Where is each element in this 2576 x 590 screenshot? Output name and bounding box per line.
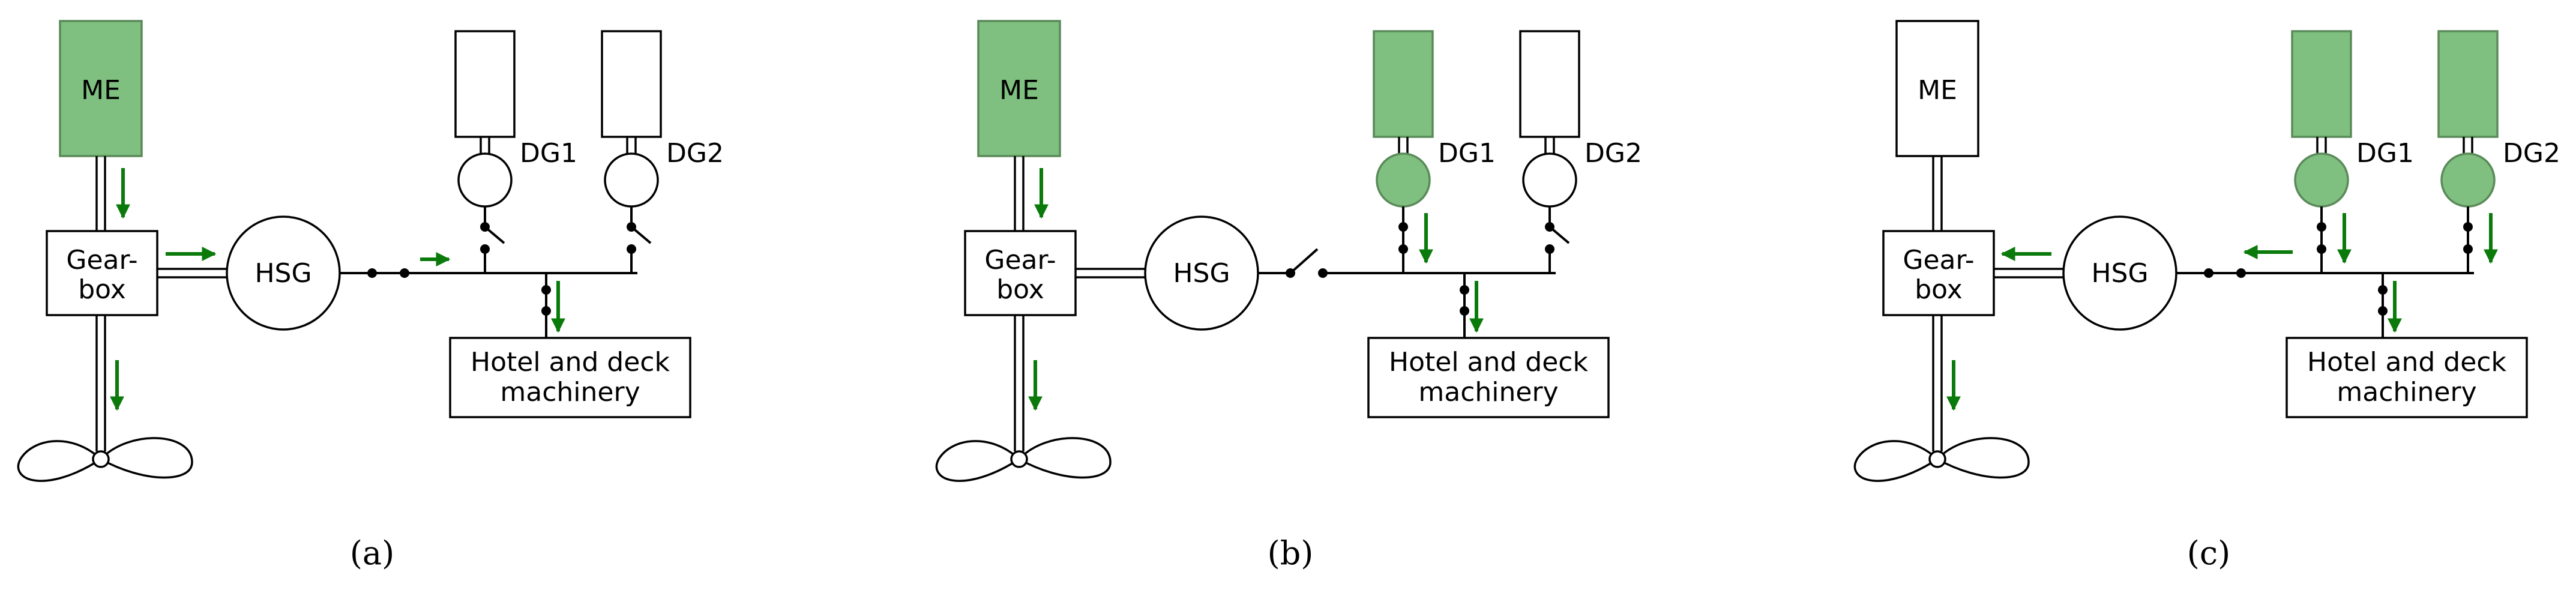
panel-caption-a: (a) — [350, 534, 394, 572]
dg1-label: DG1 — [2356, 138, 2414, 169]
propeller-shaft — [1932, 315, 1943, 451]
dg2-generator-circle — [1522, 152, 1577, 208]
dg2-shaft — [1544, 137, 1555, 154]
dg1-generator-circle — [2294, 152, 2349, 208]
dg1-label: DG1 — [520, 138, 577, 169]
hsg-shaft — [157, 268, 227, 278]
hotel-breaker-dot-b — [1460, 306, 1469, 316]
main-engine-box — [977, 20, 1061, 157]
dg1-shaft — [2316, 137, 2327, 154]
dg1-breaker-open — [484, 226, 505, 244]
propeller-blade-left — [17, 440, 103, 482]
propeller-blade-left — [1853, 440, 1939, 482]
dg2-engine-box — [1519, 30, 1580, 138]
hsg-label: HSG — [254, 258, 311, 289]
dg2-breaker-open — [630, 226, 652, 244]
propeller-hub — [92, 450, 110, 468]
dg1-engine-box — [2291, 30, 2352, 138]
hotel-deck-label-1: Hotel and deck — [471, 347, 670, 378]
gearbox-label-2: box — [78, 274, 126, 305]
panel-caption-c: (c) — [2187, 534, 2230, 572]
hotel-breaker-dot-a — [1460, 285, 1469, 295]
hsg-label: HSG — [1173, 258, 1230, 289]
main-engine-label: ME — [999, 75, 1039, 106]
gearbox-box — [964, 230, 1077, 316]
gearbox-box — [1882, 230, 1995, 316]
dg1-label: DG1 — [1438, 138, 1496, 169]
gearbox-label-1: Gear- — [1903, 245, 1974, 275]
panel-caption-b: (b) — [1268, 534, 1314, 572]
hotel-deck-box — [1367, 337, 1610, 418]
hotel-breaker-dot-a — [541, 285, 551, 295]
hotel-deck-label-2: machinery — [500, 377, 640, 408]
hotel-breaker-dot-b — [2378, 306, 2388, 316]
hotel-deck-box — [449, 337, 691, 418]
dg1-shaft — [480, 137, 490, 154]
hsg-breaker-open — [1289, 248, 1319, 274]
hsg-label: HSG — [2091, 258, 2148, 289]
dg2-generator-circle — [604, 152, 659, 208]
dg2-shaft — [626, 137, 637, 154]
gearbox-box — [46, 230, 158, 316]
dg1-engine-box — [454, 30, 516, 138]
dg2-label: DG2 — [2503, 138, 2560, 169]
gearbox-label-2: box — [1915, 274, 1963, 305]
hotel-deck-label-1: Hotel and deck — [2307, 347, 2506, 378]
hsg-shaft — [1076, 268, 1145, 278]
hotel-deck-box — [2286, 337, 2528, 418]
dg1-generator-circle — [457, 152, 513, 208]
dg2-label: DG2 — [1584, 138, 1642, 169]
dg2-shaft — [2463, 137, 2473, 154]
me-shaft — [1014, 156, 1025, 231]
propeller-hub — [1010, 450, 1028, 468]
main-engine-label: ME — [1918, 75, 1957, 106]
main-engine-box — [1895, 20, 1979, 157]
hsg-shaft — [1994, 268, 2063, 278]
dg1-engine-box — [1373, 30, 1434, 138]
dg2-label: DG2 — [666, 138, 724, 169]
propeller-blade-left — [935, 440, 1021, 482]
propeller-blade-right — [99, 437, 193, 479]
gearbox-label-2: box — [996, 274, 1044, 305]
dg2-engine-box — [601, 30, 662, 138]
propeller-shaft — [95, 315, 106, 451]
me-shaft — [1932, 156, 1943, 231]
hotel-deck-label-2: machinery — [2337, 377, 2476, 408]
dg2-breaker-open — [1548, 226, 1570, 244]
propeller-blade-right — [1936, 437, 2030, 479]
propeller-hub — [1928, 450, 1946, 468]
main-engine-box — [59, 20, 143, 157]
dg2-engine-box — [2437, 30, 2499, 138]
hotel-deck-label-1: Hotel and deck — [1389, 347, 1588, 378]
hotel-deck-label-2: machinery — [1418, 377, 1558, 408]
dg1-shaft — [1398, 137, 1409, 154]
propeller-shaft — [1014, 315, 1025, 451]
dg1-generator-circle — [1376, 152, 1431, 208]
gearbox-label-1: Gear- — [66, 245, 137, 275]
me-shaft — [95, 156, 106, 231]
dg2-generator-circle — [2440, 152, 2496, 208]
main-engine-label: ME — [81, 75, 121, 106]
hotel-breaker-dot-a — [2378, 285, 2388, 295]
hotel-breaker-dot-b — [541, 306, 551, 316]
propeller-blade-right — [1017, 437, 1112, 479]
gearbox-label-1: Gear- — [984, 245, 1056, 275]
